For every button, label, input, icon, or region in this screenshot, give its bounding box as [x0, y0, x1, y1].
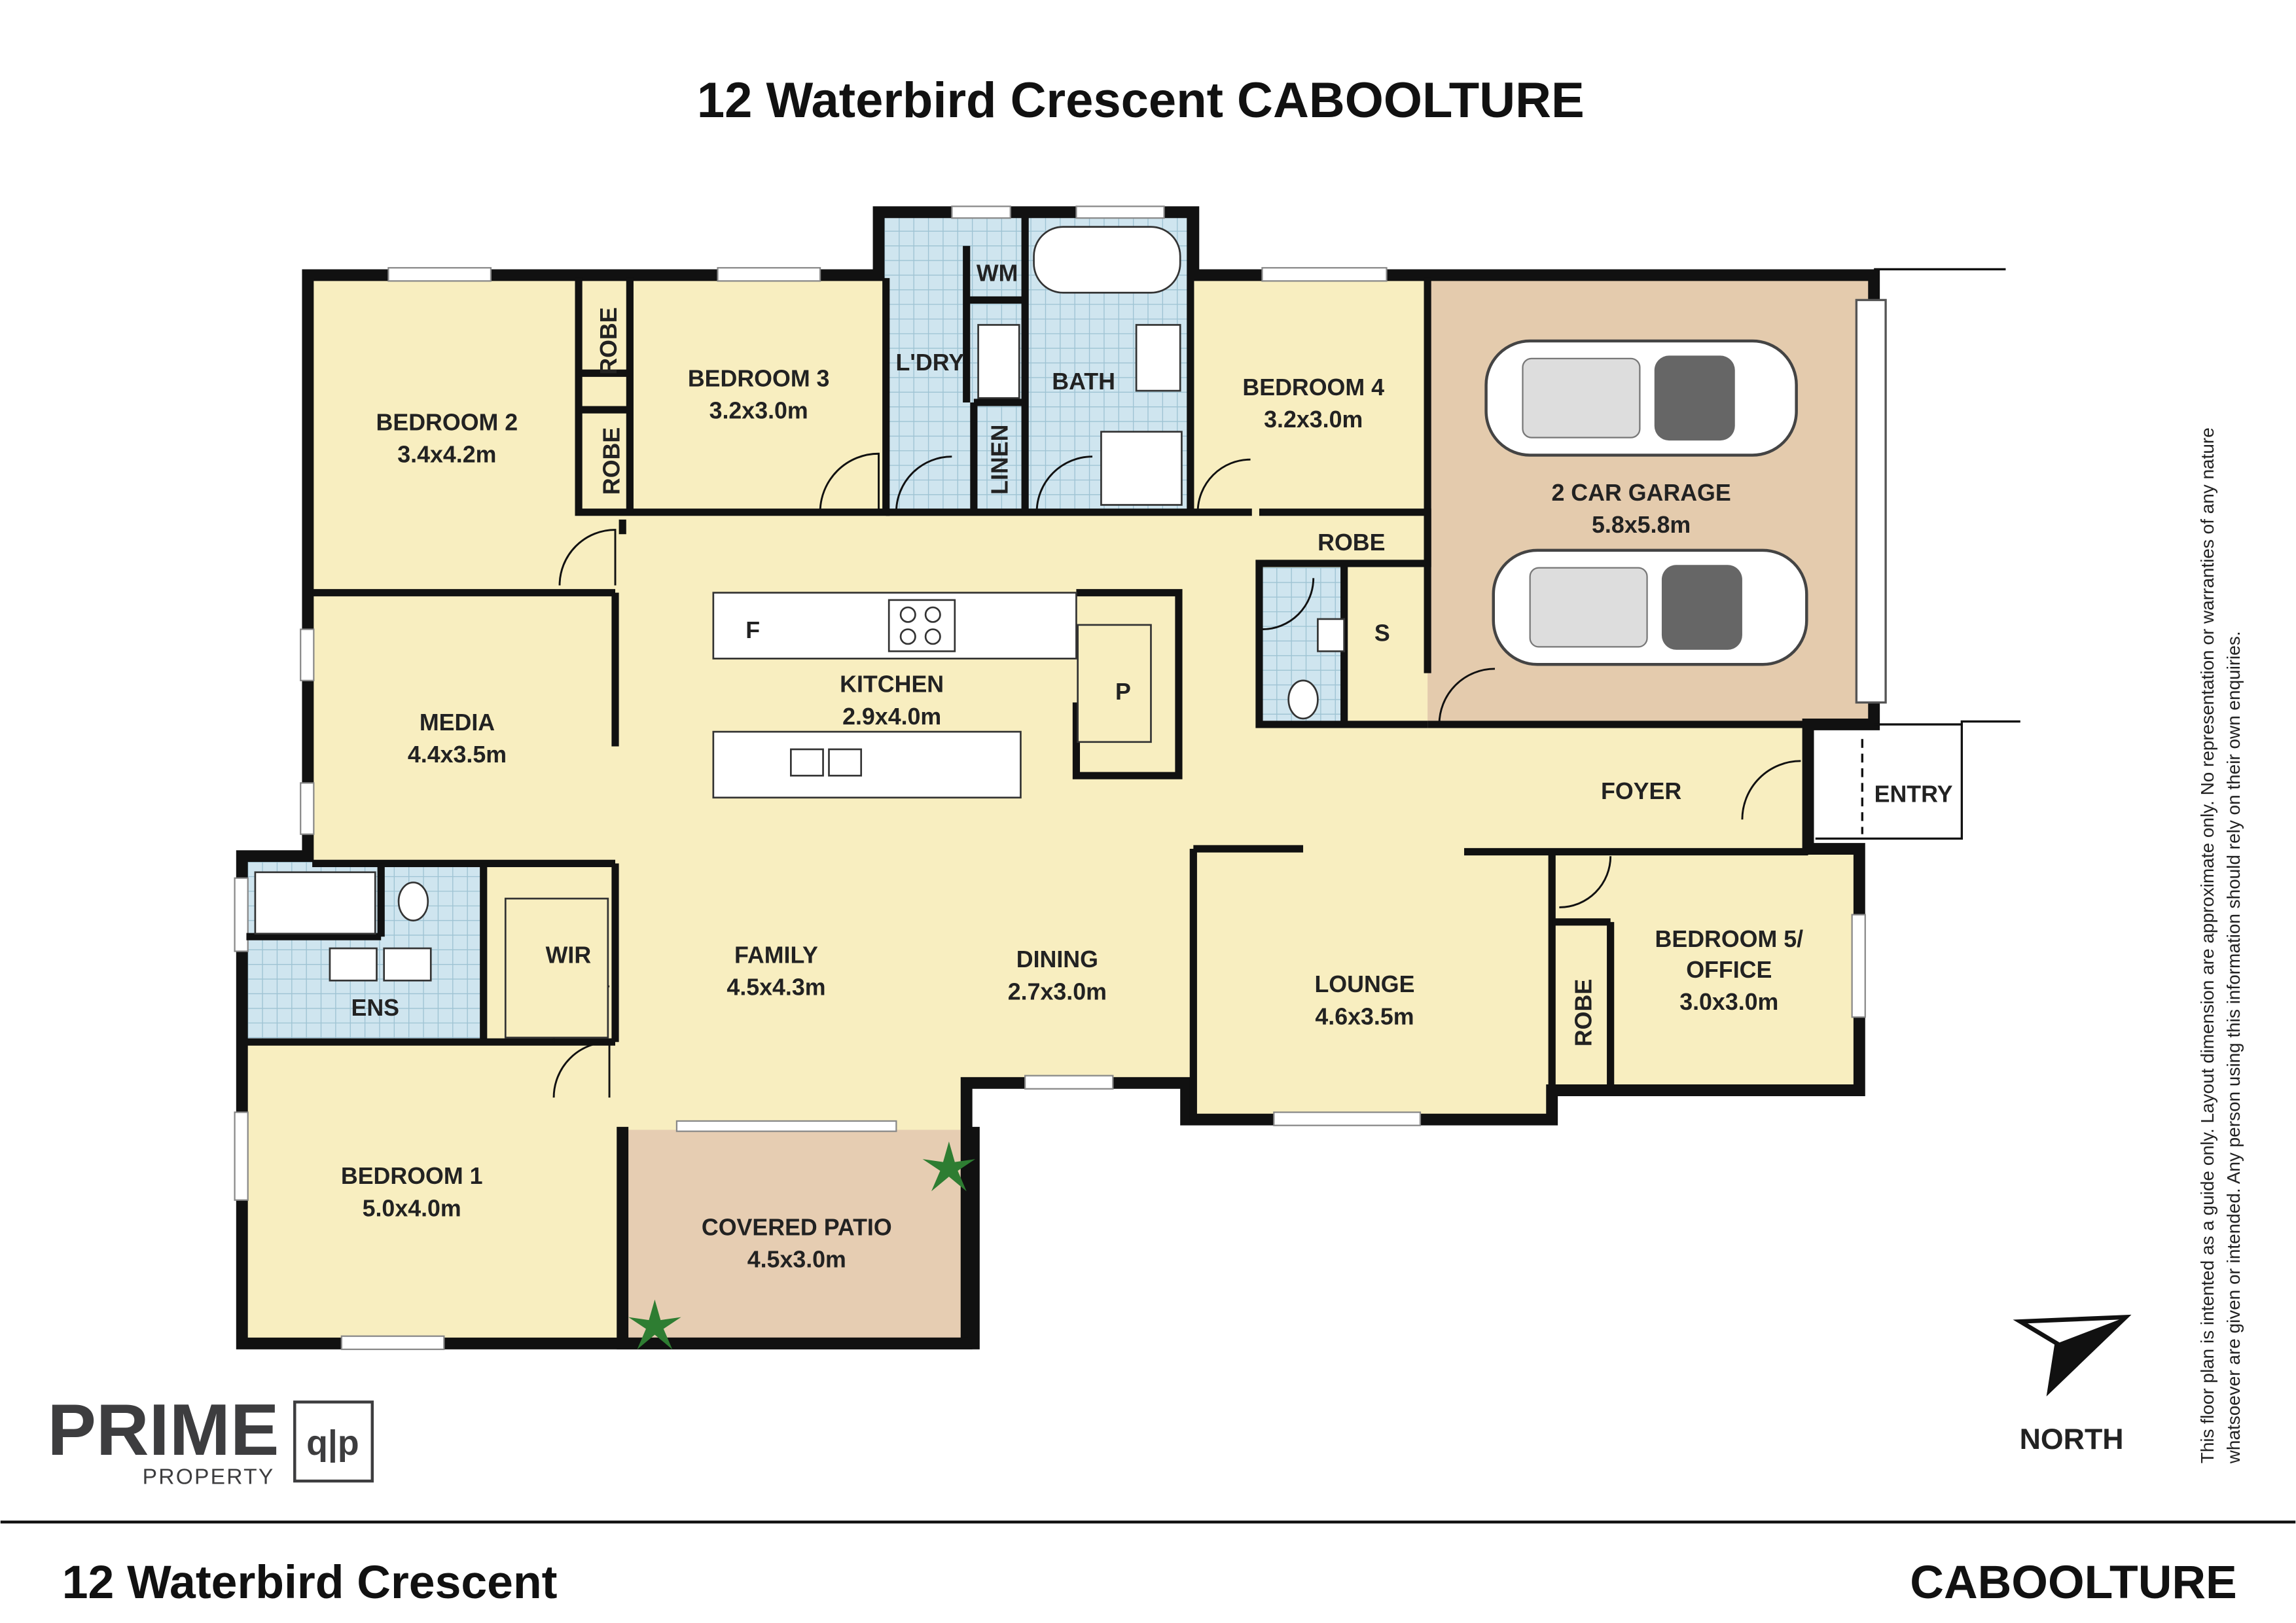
room-dims: 5.0x4.0m [363, 1195, 461, 1221]
north-arrow-icon [2013, 1314, 2132, 1397]
wm-label: WM [977, 260, 1018, 286]
car-icon [1484, 339, 1798, 457]
footer-suburb: CABOOLTURE [1910, 1556, 2236, 1609]
entry-label: ENTRY [1874, 781, 1953, 807]
room-labels: BEDROOM 2 3.4x4.2m BEDROOM 3 3.2x3.0m BE… [341, 260, 1953, 1272]
car-icon [1492, 548, 1808, 666]
room-dims: 2.9x4.0m [842, 704, 941, 730]
patio-area [622, 1130, 971, 1344]
room-dims: 3.2x3.0m [709, 398, 808, 424]
internal-walls [246, 216, 1808, 1120]
fridge-label: F [745, 617, 760, 643]
prime-property-logo: PRIME PROPERTY q|p [47, 1389, 374, 1489]
patio-wall [617, 1126, 980, 1349]
room-name: LOUNGE [1314, 971, 1414, 997]
doors [552, 452, 1801, 1098]
room-dims: 4.5x4.3m [726, 974, 825, 1001]
wir-label: WIR [546, 942, 592, 968]
room-dims: 4.5x3.0m [747, 1247, 846, 1273]
room-name: BEDROOM 1 [341, 1163, 483, 1189]
disclaimer-line-2: whatsoever are given or intended. Any pe… [2223, 631, 2244, 1464]
north-label: NORTH [2020, 1423, 2124, 1455]
store-label: S [1374, 620, 1390, 646]
room-dims: 4.6x3.5m [1315, 1003, 1414, 1029]
plant-icon [628, 1299, 681, 1349]
footer-address: 12 Waterbird Crescent [62, 1556, 558, 1609]
room-name: BEDROOM 4 [1242, 374, 1384, 401]
room-name: COVERED PATIO [702, 1214, 892, 1240]
logo-sub: PROPERTY [143, 1465, 275, 1489]
room-name: 2 CAR GARAGE [1551, 480, 1731, 506]
bath-label: BATH [1052, 368, 1115, 395]
robe-label: ROBE [599, 427, 625, 495]
garage-door [1855, 298, 1887, 704]
room-dims: 5.8x5.8m [1592, 512, 1691, 538]
robe-label: ROBE [1318, 529, 1385, 556]
room-name: MEDIA [420, 709, 495, 736]
robe-label: ROBE [1571, 979, 1597, 1046]
foyer-label: FOYER [1601, 778, 1681, 804]
room-name: DINING [1016, 946, 1098, 972]
robe-label: ROBE [596, 307, 622, 374]
logo-mark: q|p [306, 1423, 359, 1463]
ens-label: ENS [351, 995, 399, 1021]
room-name: KITCHEN [840, 671, 944, 698]
room-name: BEDROOM 3 [688, 365, 830, 391]
laundry-label: L'DRY [896, 349, 965, 376]
room-name: BEDROOM 5/ [1655, 926, 1804, 952]
room-dims: 3.0x3.0m [1679, 989, 1778, 1015]
room-dims: 4.4x3.5m [408, 741, 507, 768]
plant-icon [922, 1141, 976, 1192]
pantry-label: P [1115, 679, 1131, 705]
room-name: FAMILY [734, 942, 818, 968]
room-dims: 2.7x3.0m [1008, 978, 1107, 1005]
room-name: OFFICE [1686, 957, 1772, 983]
fixtures [254, 226, 1345, 1039]
plan-title: 12 Waterbird Crescent CABOOLTURE [697, 73, 1585, 128]
room-dims: 3.2x3.0m [1264, 406, 1363, 433]
logo-brand: PRIME [47, 1389, 279, 1471]
linen-label: LINEN [986, 425, 1013, 495]
disclaimer-line-1: This floor plan is intented as a guide o… [2197, 427, 2217, 1463]
room-dims: 3.4x4.2m [397, 442, 496, 468]
room-name: BEDROOM 2 [376, 409, 518, 435]
windows [234, 205, 1866, 1350]
